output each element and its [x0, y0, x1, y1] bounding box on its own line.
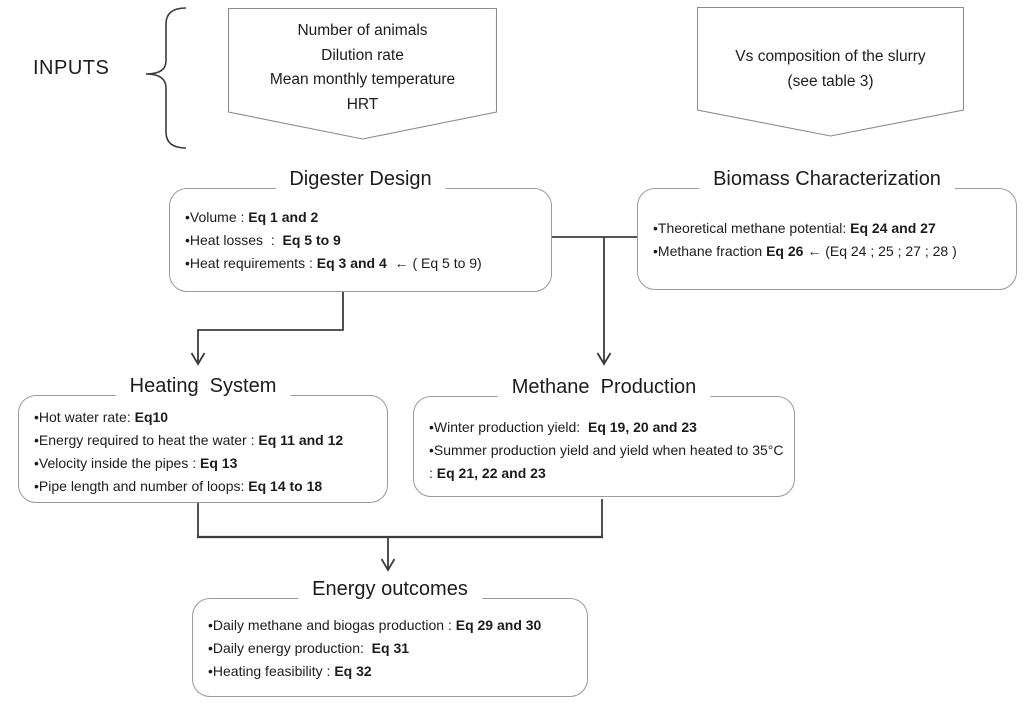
bullet-item: Winter production yield: Eq 19, 20 and 2… — [429, 416, 786, 439]
bullet-item: Velocity inside the pipes : Eq 13 — [34, 452, 379, 475]
box-title-energy-outcomes: Energy outcomes — [298, 577, 482, 602]
bullet-item: Summer production yield and yield when h… — [429, 439, 786, 485]
inputs-label: INPUTS — [33, 57, 110, 79]
input-banner-slurry: Vs composition of the slurry (see table 3… — [697, 7, 964, 138]
banner-line: Vs composition of the slurry — [735, 48, 926, 65]
bullet-item: Hot water rate: Eq10 — [34, 406, 379, 429]
banner-shape — [697, 7, 964, 137]
box-title-methane-production: Methane Production — [497, 375, 711, 400]
bullet-item: Heat requirements : Eq 3 and 4 ← ( Eq 5 … — [185, 252, 543, 275]
bullet-item: Heat losses : Eq 5 to 9 — [185, 229, 543, 252]
banner-lines: Vs composition of the slurry (see table 3… — [697, 45, 964, 94]
bullet-list-biomass-characterization: Theoretical methane potential: Eq 24 and… — [653, 217, 1008, 263]
banner-line: Dilution rate — [321, 46, 404, 64]
banner-line: Number of animals — [297, 22, 428, 39]
bullet-list-digester-design: Volume : Eq 1 and 2Heat losses : Eq 5 to… — [185, 206, 543, 275]
bullet-item: Pipe length and number of loops: Eq 14 t… — [34, 475, 379, 498]
banner-shape — [228, 8, 497, 140]
banner-line: (see table 3) — [787, 72, 874, 90]
box-energy-outcomes: Energy outcomes Daily methane and biogas… — [192, 577, 588, 697]
bullet-list-energy-outcomes: Daily methane and biogas production : Eq… — [208, 614, 579, 683]
bullet-item: Energy required to heat the water : Eq 1… — [34, 429, 379, 452]
box-title-biomass-characterization: Biomass Characterization — [699, 167, 955, 192]
bullet-item: Methane fraction Eq 26 ← (Eq 24 ; 25 ; 2… — [653, 240, 1008, 263]
bullet-list-methane-production: Winter production yield: Eq 19, 20 and 2… — [429, 416, 786, 485]
box-digester-design: Digester Design Volume : Eq 1 and 2Heat … — [169, 167, 552, 292]
banner-line: HRT — [346, 95, 379, 113]
box-title-digester-design: Digester Design — [275, 167, 446, 192]
box-title-heating-system: Heating System — [115, 374, 291, 399]
bullet-item: Volume : Eq 1 and 2 — [185, 206, 543, 229]
bullet-item: Daily energy production: Eq 31 — [208, 637, 579, 660]
bullet-list-heating-system: Hot water rate: Eq10Energy required to h… — [34, 406, 379, 498]
box-methane-production: Methane Production Winter production yie… — [413, 375, 795, 497]
bullet-item: Theoretical methane potential: Eq 24 and… — [653, 217, 1008, 240]
box-heating-system: Heating System Hot water rate: Eq10Energ… — [18, 374, 388, 503]
bullet-item: Heating feasibility : Eq 32 — [208, 660, 579, 683]
bullet-item: Daily methane and biogas production : Eq… — [208, 614, 579, 637]
banner-line: Mean monthly temperature — [269, 71, 456, 88]
curly-brace-path — [145, 7, 187, 149]
box-biomass-characterization: Biomass Characterization Theoretical met… — [637, 167, 1017, 290]
